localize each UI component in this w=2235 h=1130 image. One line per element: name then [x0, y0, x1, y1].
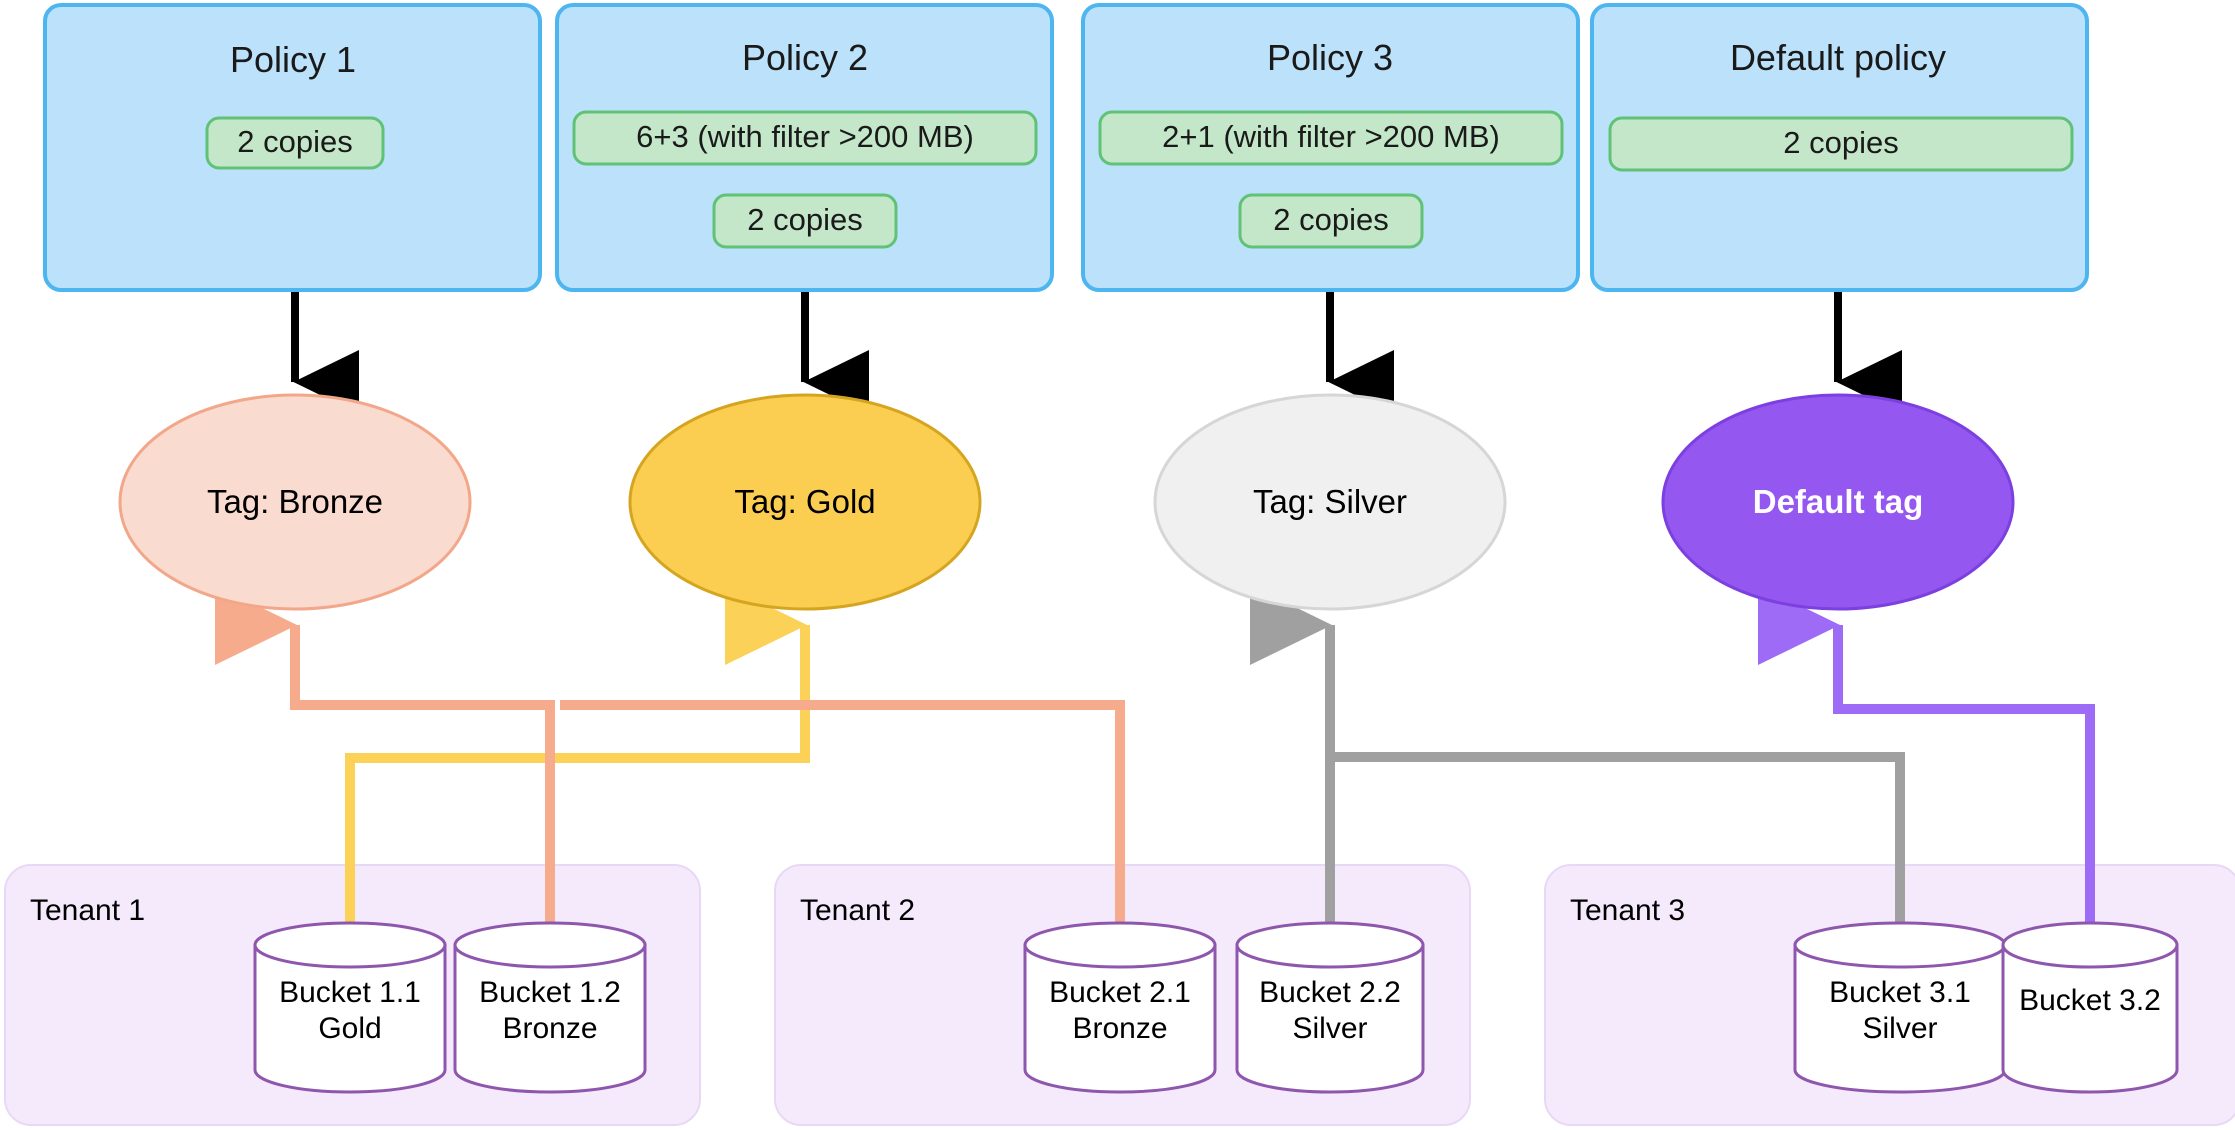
policy-card-3[interactable]: Policy 3 2+1 (with filter >200 MB) 2 cop… [1081, 3, 1580, 292]
tenant-label-2: Tenant 2 [800, 894, 915, 927]
policy-rule-label-3-2: 2 copies [1273, 202, 1388, 237]
bucket-tag-1-2: Bronze [502, 1012, 597, 1045]
tenant-label-1: Tenant 1 [30, 894, 145, 927]
tag-label-silver: Tag: Silver [1253, 483, 1407, 520]
tag-node-default[interactable]: Default tag [1661, 393, 2015, 611]
policy-rule-label-default-1: 2 copies [1783, 125, 1898, 160]
bucket-tag-2-1: Bronze [1072, 1012, 1167, 1045]
bucket-cylinder-top-3-1 [1793, 921, 2007, 969]
bucket-tag-2-2: Silver [1292, 1012, 1367, 1045]
policy-rule-chip-3-1[interactable] [1098, 110, 1564, 166]
bucket-cylinder-top-1-2 [453, 921, 647, 969]
policy-rule-chip-1-1[interactable] [205, 116, 385, 170]
connector-bucket-3-2-to-default-tag [1758, 584, 2095, 935]
policy-rule-label-2-2: 2 copies [747, 202, 862, 237]
bucket-cylinder-body-2-2[interactable] [1235, 943, 1425, 1094]
bucket-2-2[interactable]: Bucket 2.2 Silver [1235, 921, 1425, 1094]
policy-card-2[interactable]: Policy 2 6+3 (with filter >200 MB) 2 cop… [555, 3, 1054, 292]
policy-rule-chip-default-1[interactable] [1608, 116, 2074, 172]
bucket-cylinder-body-1-1[interactable] [253, 943, 447, 1094]
bucket-cylinder-body-2-1[interactable] [1023, 943, 1217, 1094]
bucket-name-2-2: Bucket 2.2 [1259, 976, 1401, 1009]
policy-card-1[interactable]: Policy 1 2 copies [43, 3, 542, 292]
bucket-tag-1-1: Gold [318, 1012, 381, 1045]
tag-ellipse-bronze[interactable] [118, 393, 472, 611]
bucket-name-3-1: Bucket 3.1 [1829, 976, 1971, 1009]
policy-title-2: Policy 2 [742, 37, 868, 78]
connector-bucket-1-2-to-bronze [215, 584, 555, 935]
tenant-label-3: Tenant 3 [1570, 894, 1685, 927]
policy-rule-label-3-1: 2+1 (with filter >200 MB) [1162, 119, 1500, 154]
bucket-cylinder-body-3-1[interactable] [1793, 943, 2007, 1094]
connector-bucket-3-1-to-silver [1330, 752, 1905, 935]
policy-title-default: Default policy [1730, 37, 1946, 78]
bucket-3-2[interactable]: Bucket 3.2 [2001, 921, 2179, 1094]
tag-ellipse-gold[interactable] [628, 393, 982, 611]
connector-bucket-1-1-to-gold [345, 584, 810, 935]
tag-label-bronze: Tag: Bronze [207, 483, 383, 520]
tag-node-silver[interactable]: Tag: Silver [1153, 393, 1507, 611]
policy-rule-chip-3-2[interactable] [1238, 193, 1424, 249]
policy-rule-chip-2-2[interactable] [712, 193, 898, 249]
bucket-3-1[interactable]: Bucket 3.1 Silver [1793, 921, 2007, 1094]
policy-rule-label-1-1: 2 copies [237, 124, 352, 159]
bucket-name-1-2: Bucket 1.2 [479, 976, 621, 1009]
bucket-2-1[interactable]: Bucket 2.1 Bronze [1023, 921, 1217, 1094]
tag-node-bronze[interactable]: Tag: Bronze [118, 393, 472, 611]
policy-rule-chip-2-1[interactable] [572, 110, 1038, 166]
tag-ellipse-default[interactable] [1661, 393, 2015, 611]
bucket-1-2[interactable]: Bucket 1.2 Bronze [453, 921, 647, 1094]
tag-label-default: Default tag [1753, 483, 1924, 520]
policy-rule-label-2-1: 6+3 (with filter >200 MB) [636, 119, 974, 154]
bucket-cylinder-body-3-2[interactable] [2001, 943, 2179, 1094]
connector-bucket-2-1-to-bronze [560, 700, 1125, 935]
policy-card-default[interactable]: Default policy 2 copies [1590, 3, 2089, 292]
bucket-tag-3-1: Silver [1862, 1012, 1937, 1045]
policy-title-1: Policy 1 [230, 39, 356, 80]
bucket-name-1-1: Bucket 1.1 [279, 976, 421, 1009]
bucket-name-2-1: Bucket 2.1 [1049, 976, 1191, 1009]
bucket-cylinder-top-1-1 [253, 921, 447, 969]
bucket-cylinder-top-2-1 [1023, 921, 1217, 969]
bucket-cylinder-body-1-2[interactable] [453, 943, 647, 1094]
policy-title-3: Policy 3 [1267, 37, 1393, 78]
bucket-cylinder-top-2-2 [1235, 921, 1425, 969]
bucket-name-3-2: Bucket 3.2 [2019, 984, 2161, 1017]
tag-node-gold[interactable]: Tag: Gold [628, 393, 982, 611]
bucket-1-1[interactable]: Bucket 1.1 Gold [253, 921, 447, 1094]
tag-label-gold: Tag: Gold [734, 483, 875, 520]
tag-ellipse-silver[interactable] [1153, 393, 1507, 611]
bucket-cylinder-top-3-2 [2001, 921, 2179, 969]
